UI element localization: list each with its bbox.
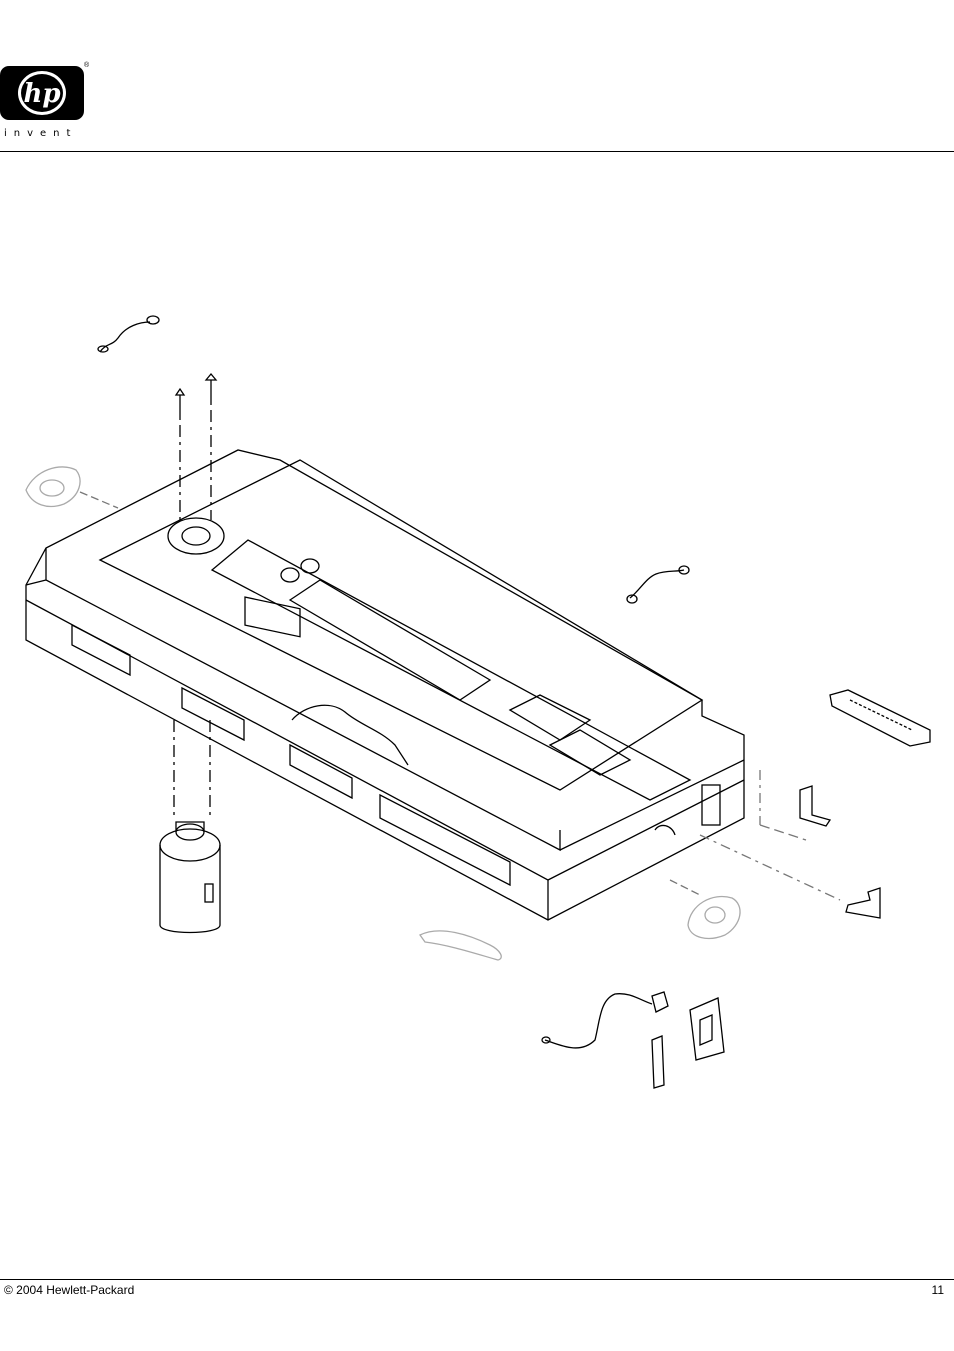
- small-bracket-part: [652, 998, 724, 1088]
- rail-part: [830, 690, 930, 746]
- chassis-frame: [26, 450, 744, 920]
- gear-part-right: [670, 880, 740, 938]
- copyright-text: © 2004 Hewlett-Packard: [4, 1283, 134, 1297]
- lever-part: [420, 931, 501, 960]
- hp-logo-mark: hp: [0, 66, 84, 120]
- footer-rule: [0, 1279, 954, 1280]
- motor-part: [160, 720, 220, 933]
- page-number: 11: [932, 1283, 944, 1297]
- sensor-cable-part: [542, 992, 668, 1048]
- registered-mark: ®: [84, 62, 89, 69]
- cable-part-top: [98, 316, 159, 352]
- bracket-part: [700, 770, 880, 918]
- logo-tagline: invent: [4, 128, 77, 139]
- hp-logo-text: hp: [23, 79, 60, 109]
- cable-part-right: [627, 566, 689, 603]
- screw-part: [176, 374, 216, 520]
- gear-part-left: [26, 467, 118, 508]
- exploded-parts-diagram: [0, 300, 954, 1100]
- hp-logo: hp ® invent: [0, 62, 92, 142]
- header-rule: [0, 151, 954, 152]
